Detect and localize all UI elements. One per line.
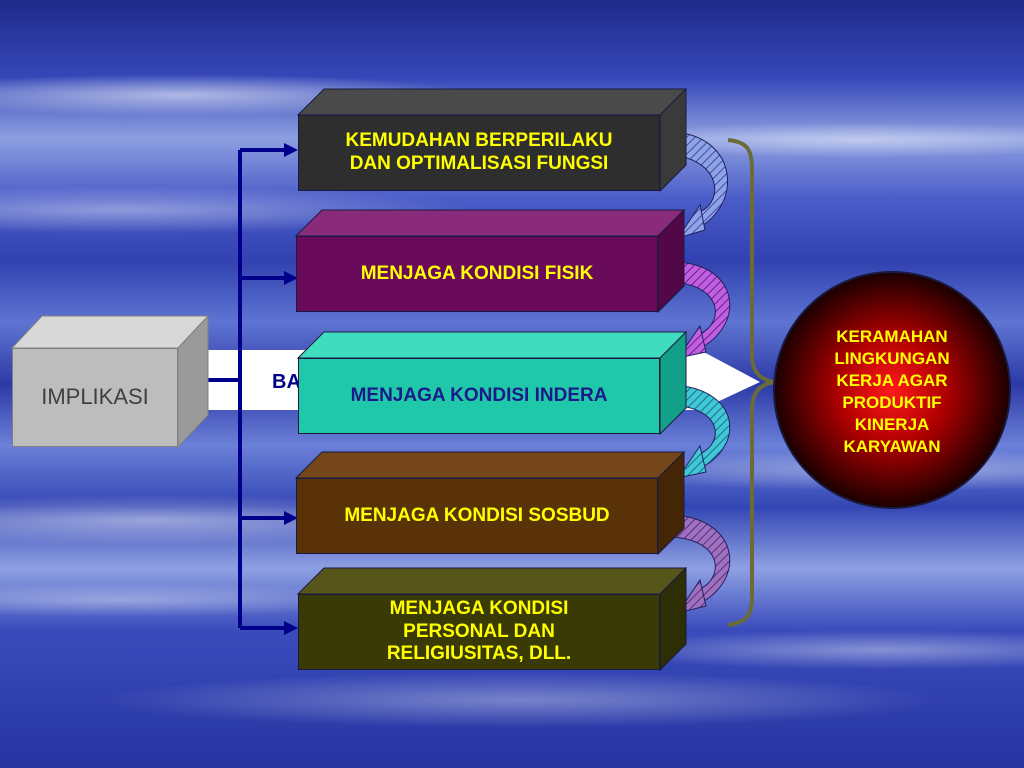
item-label: MENJAGA KONDISI SOSBUD	[344, 504, 610, 526]
item-box-side	[659, 87, 687, 193]
implikasi-label: IMPLIKASI	[41, 384, 149, 410]
banner-partial-label: BA	[272, 371, 301, 393]
item-box-top	[296, 88, 688, 116]
item-box-side	[657, 208, 685, 314]
item-box-top	[296, 567, 688, 595]
item-label: MENJAGA KONDISI INDERA	[350, 384, 608, 406]
item-kondisi-sosbud: MENJAGA KONDISI SOSBUD	[296, 478, 658, 554]
item-kemudahan-berperilaku: KEMUDAHAN BERPERILAKU DAN OPTIMALISASI F…	[298, 115, 660, 191]
item-box-top	[294, 451, 686, 479]
item-kondisi-fisik: MENJAGA KONDISI FISIK	[296, 236, 658, 312]
item-box-side	[659, 330, 687, 436]
result-label: KERAMAHAN LINGKUNGAN KERJA AGAR PRODUKTI…	[834, 326, 950, 457]
item-box-top	[296, 331, 688, 359]
item-label: KEMUDAHAN BERPERILAKU DAN OPTIMALISASI F…	[345, 130, 613, 174]
connector-branches	[240, 143, 298, 635]
item-label: MENJAGA KONDISI FISIK	[360, 262, 594, 284]
implikasi-box-top	[10, 315, 210, 349]
result-text-container: KERAMAHAN LINGKUNGAN KERJA AGAR PRODUKTI…	[792, 312, 992, 472]
item-label: MENJAGA KONDISI PERSONAL DAN RELIGIUSITA…	[386, 597, 572, 665]
item-kondisi-indera: MENJAGA KONDISI INDERA	[298, 358, 660, 434]
item-box-top	[294, 209, 686, 237]
item-kondisi-personal: MENJAGA KONDISI PERSONAL DAN RELIGIUSITA…	[298, 594, 660, 670]
item-box-side	[657, 450, 685, 556]
item-boxes-3d	[294, 87, 688, 672]
implikasi-box: IMPLIKASI	[12, 348, 178, 447]
implikasi-box-side	[177, 314, 209, 449]
result-circle	[773, 271, 1011, 509]
item-box-side	[659, 566, 687, 672]
